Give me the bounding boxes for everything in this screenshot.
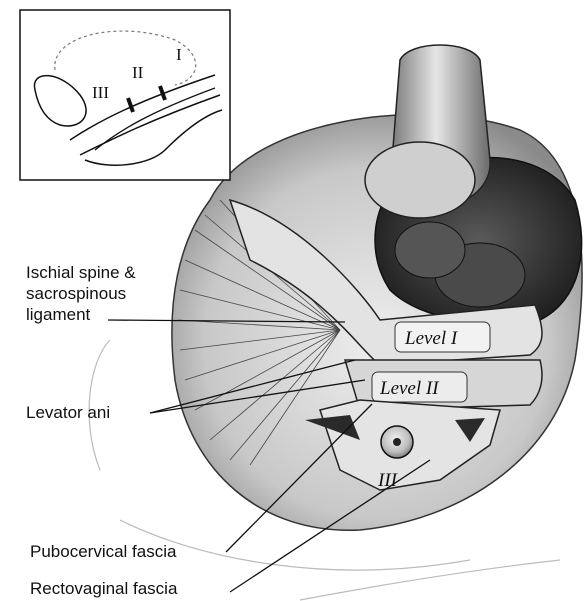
- inset-diagram: I II III: [20, 10, 230, 180]
- inset-label-III: III: [92, 83, 109, 102]
- vaginal-orifice-center: [393, 438, 401, 446]
- inset-label-II: II: [132, 63, 144, 82]
- cervix-cap: [365, 142, 475, 218]
- level-2-label: Level II: [379, 378, 440, 399]
- ischial-spine-label: Ischial spine & sacrospinous ligament: [26, 262, 136, 325]
- ischial-spine-label-line3: ligament: [26, 304, 136, 325]
- rectovaginal-fascia-label: Rectovaginal fascia: [30, 578, 177, 599]
- rectum-loop-2: [395, 222, 465, 278]
- level-1-label: Level I: [404, 328, 459, 349]
- ischial-spine-label-line1: Ischial spine &: [26, 262, 136, 283]
- levator-ani-label: Levator ani: [26, 402, 110, 423]
- pubocervical-fascia-label: Pubocervical fascia: [30, 541, 176, 562]
- ischial-spine-label-line2: sacrospinous: [26, 283, 136, 304]
- inset-label-I: I: [176, 45, 182, 64]
